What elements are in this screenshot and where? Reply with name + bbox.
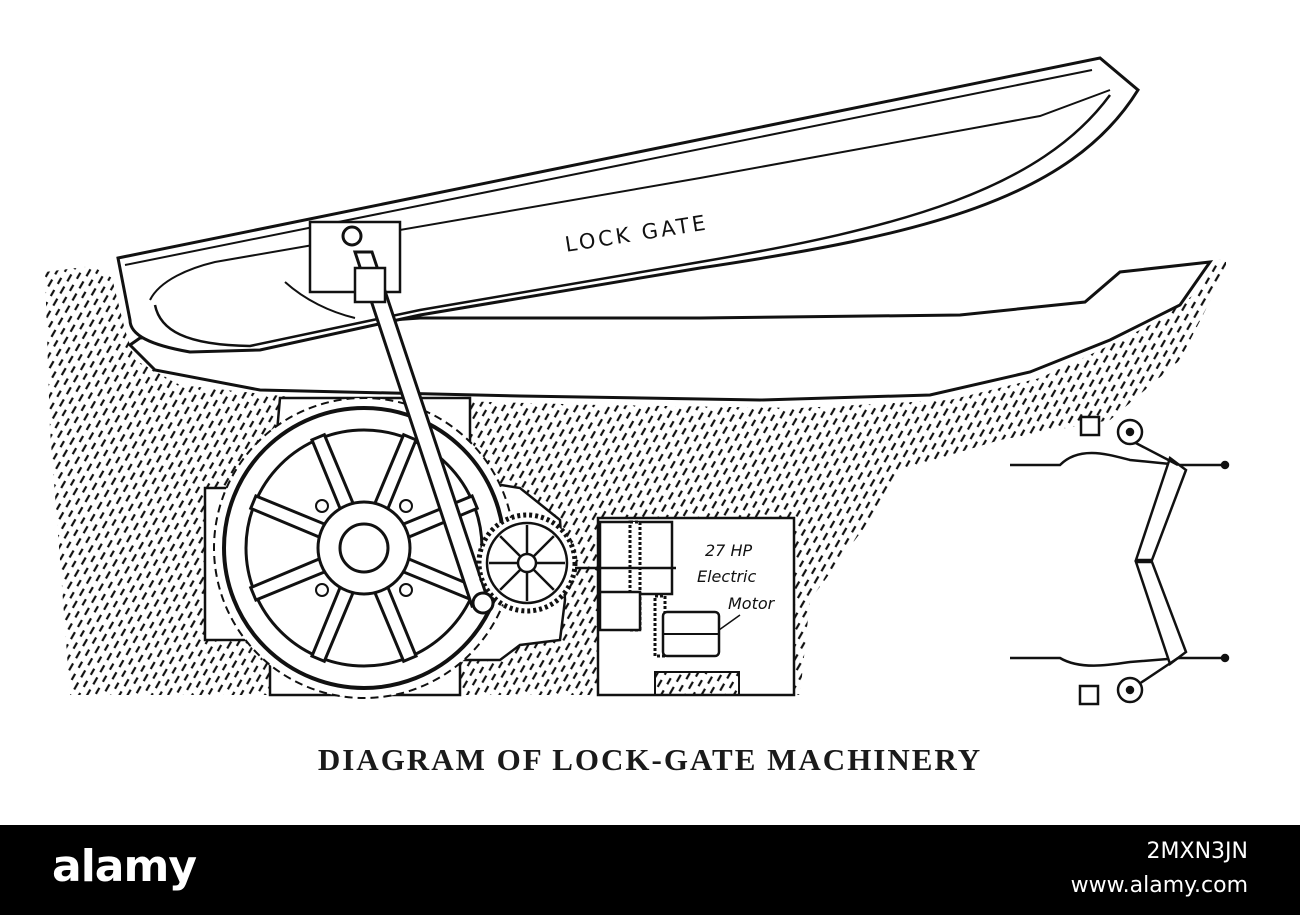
pinion-gear — [476, 512, 578, 614]
watermark-image-id: 2MXN3JN — [1146, 839, 1248, 864]
watermark-banner: alamy 2MXN3JN www.alamy.com — [0, 825, 1300, 915]
gate-plan-view — [1010, 415, 1230, 706]
watermark-site: www.alamy.com — [1070, 873, 1248, 898]
connecting-rod — [352, 250, 495, 615]
lock-gate-diagram: LOCK GATE — [45, 56, 1230, 706]
motor-label-line2: Electric — [697, 567, 756, 586]
motor-label-line1: 27 HP — [705, 541, 752, 560]
watermark-brand: alamy — [52, 841, 197, 892]
diagram-caption: DIAGRAM OF LOCK-GATE MACHINERY — [317, 742, 983, 777]
gearbox-and-motor: 27 HP Electric Motor — [575, 520, 776, 658]
motor-label-line3: Motor — [728, 594, 776, 613]
lock-gate-leaf: LOCK GATE — [116, 56, 1140, 354]
